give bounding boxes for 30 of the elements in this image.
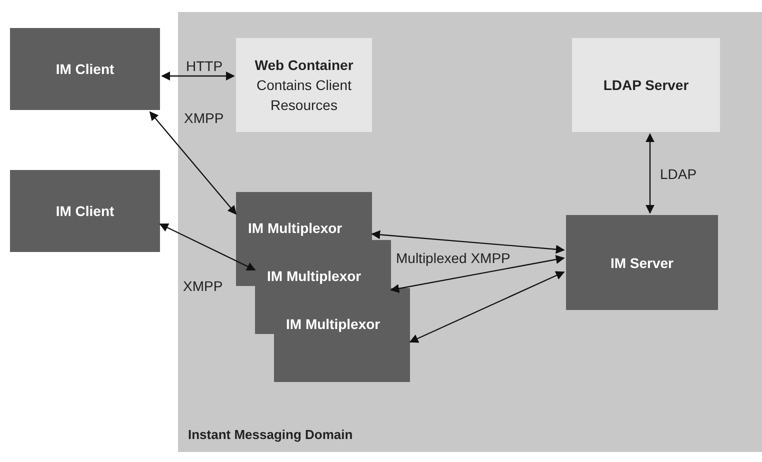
double-arrow <box>390 255 565 293</box>
edge-label: LDAP <box>660 165 697 184</box>
box-title: IM Multiplexor <box>248 219 342 238</box>
double-arrow <box>159 223 256 271</box>
box-title: IM Client <box>56 202 114 221</box>
box-description: Contains Client Resources <box>256 76 352 115</box>
double-arrow <box>409 271 565 343</box>
component-box <box>566 215 718 310</box>
double-arrow <box>371 230 565 254</box>
server-box <box>236 38 372 132</box>
double-arrow <box>149 111 237 215</box>
edge-label: Multiplexed XMPP <box>396 249 510 268</box>
box-title: IM Server <box>610 254 674 272</box>
box-title: IM Multiplexor <box>286 315 380 334</box>
double-arrow <box>646 133 654 214</box>
box-title: Web Container <box>254 56 354 75</box>
component-box <box>10 170 160 252</box>
server-box <box>572 38 720 132</box>
edge-label: HTTP <box>186 57 223 76</box>
component-box <box>274 288 410 382</box>
edge-label: XMPP <box>184 109 224 128</box>
box-title: LDAP Server <box>603 76 689 95</box>
domain-label: Instant Messaging Domain <box>188 426 353 444</box>
edge-label: XMPP <box>183 277 223 296</box>
double-arrow <box>161 72 235 80</box>
component-box <box>236 192 372 240</box>
component-box <box>10 28 160 110</box>
box-title: IM Multiplexor <box>267 267 362 286</box>
box-title: IM Client <box>56 60 114 79</box>
domain-region <box>178 12 762 452</box>
